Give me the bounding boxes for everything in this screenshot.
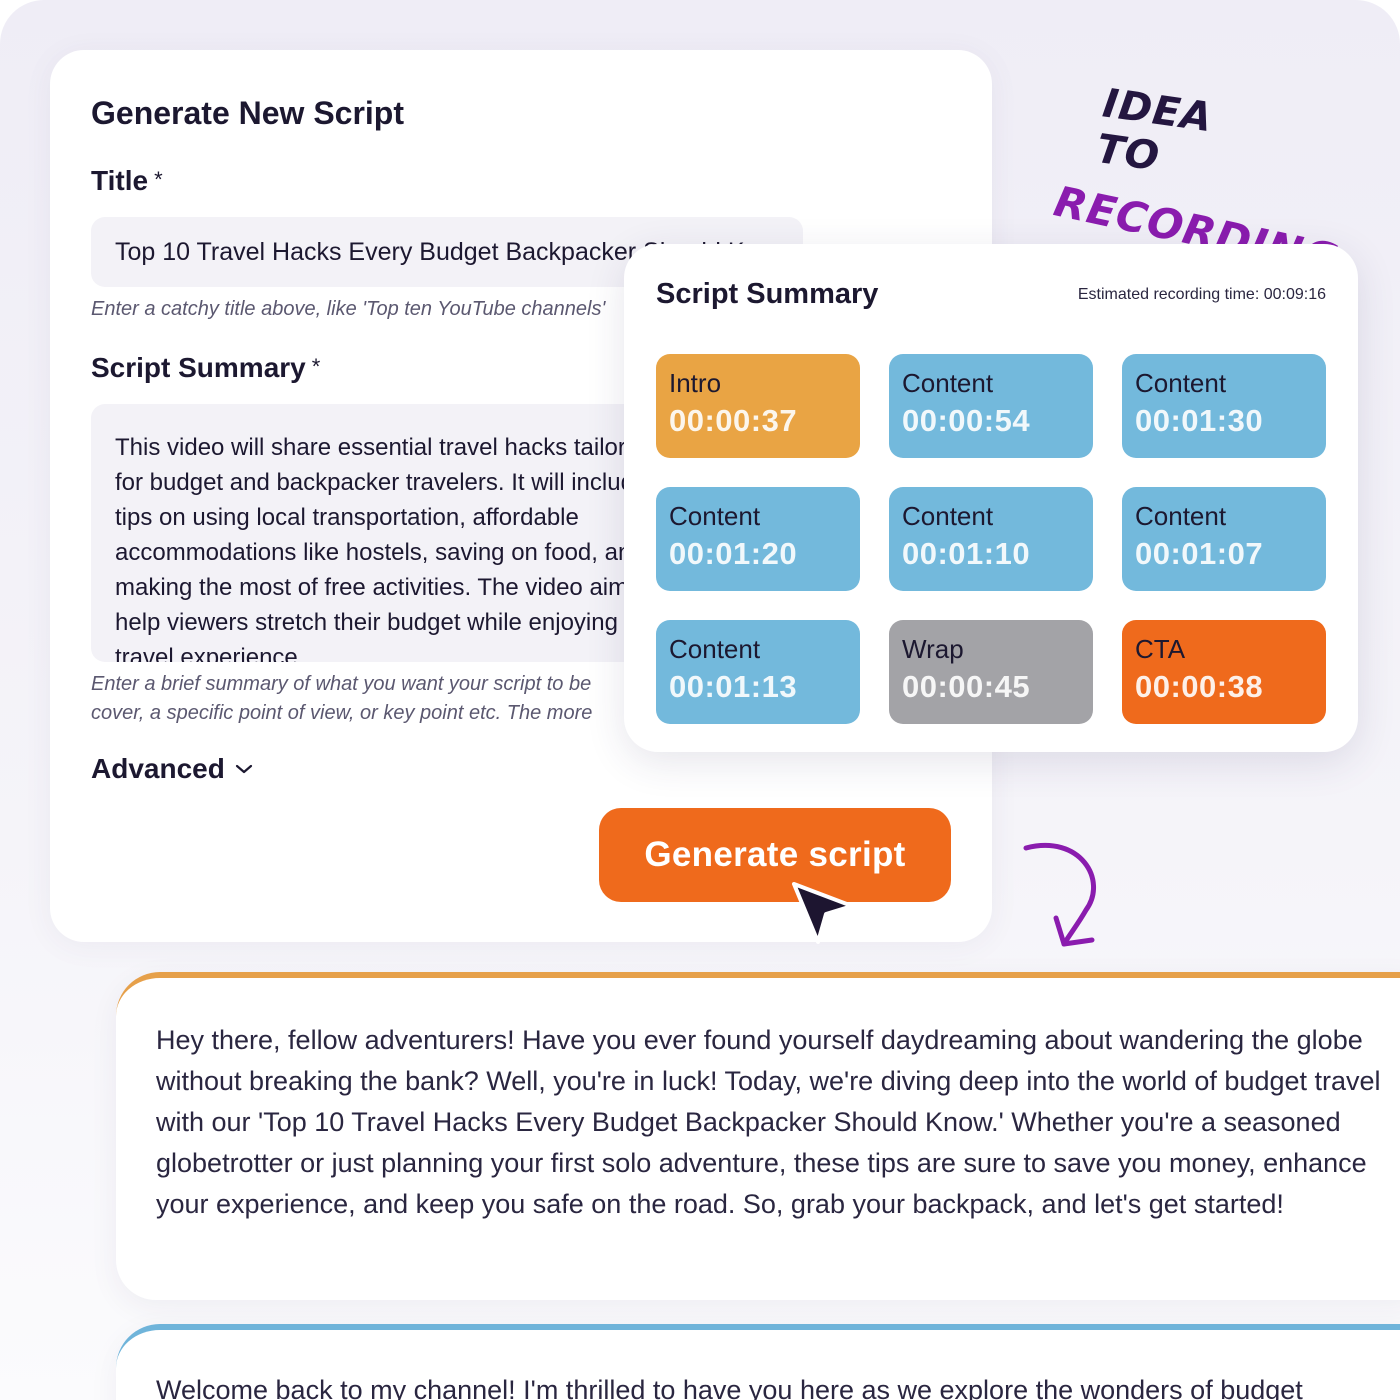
segment-duration: 00:01:10 — [902, 536, 1031, 571]
segment-duration: 00:00:54 — [902, 403, 1031, 438]
segment-label: Content — [902, 368, 994, 398]
title-label-text: Title — [91, 165, 149, 196]
segment-duration: 00:00:37 — [669, 403, 798, 438]
summary-label-text: Script Summary — [91, 352, 306, 383]
segment-tile-content[interactable]: Content 00:01:10 — [889, 487, 1093, 591]
estimated-recording-time: Estimated recording time: 00:09:16 — [1077, 286, 1326, 303]
segment-tile-content[interactable]: Content 00:00:54 — [889, 354, 1093, 458]
segment-tile-content[interactable]: Content 00:01:07 — [1122, 487, 1326, 591]
segment-duration: 00:01:30 — [1135, 403, 1264, 438]
idea-to-recording-note: IDEA TO RECORDING — [1050, 80, 1343, 284]
segment-label: CTA — [1135, 634, 1186, 664]
segment-label: Content — [1135, 501, 1227, 531]
summary-label: Script Summary* — [91, 352, 320, 384]
script-output-card: Welcome back to my channel! I'm thrilled… — [116, 1324, 1400, 1400]
segment-duration: 00:01:20 — [669, 536, 798, 571]
segment-label: Content — [1135, 368, 1227, 398]
advanced-toggle[interactable]: Advanced — [91, 753, 253, 785]
segment-duration: 00:01:13 — [669, 669, 798, 704]
summary-panel-title: Script Summary — [656, 278, 879, 310]
segment-tile-wrap[interactable]: Wrap 00:00:45 — [889, 620, 1093, 724]
segment-tile-content[interactable]: Content 00:01:13 — [656, 620, 860, 724]
segment-tile-intro[interactable]: Intro 00:00:37 — [656, 354, 860, 458]
note-line: IDEA TO — [1093, 80, 1216, 181]
segment-label: Intro — [669, 368, 722, 398]
summary-textarea[interactable]: This video will share essential travel h… — [91, 404, 711, 662]
title-hint: Enter a catchy title above, like 'Top te… — [91, 298, 606, 320]
summary-text: This video will share essential travel h… — [115, 434, 684, 662]
generate-script-button[interactable]: Generate script — [599, 808, 951, 902]
script-output-card: Hey there, fellow adventurers! Have you … — [116, 972, 1400, 1300]
segment-label: Wrap — [902, 634, 964, 664]
segment-duration: 00:01:07 — [1135, 536, 1264, 571]
segment-label: Content — [669, 501, 761, 531]
script-paragraph: Welcome back to my channel! I'm thrilled… — [156, 1375, 1303, 1400]
summary-hint: Enter a brief summary of what you want y… — [91, 670, 592, 728]
segment-duration: 00:00:38 — [1135, 669, 1264, 704]
segment-label: Content — [669, 634, 761, 664]
script-paragraph: Hey there, fellow adventurers! Have you … — [156, 1025, 1381, 1219]
required-mark: * — [154, 167, 163, 192]
summary-hint-line: cover, a specific point of view, or key … — [91, 702, 593, 724]
segment-tile-content[interactable]: Content 00:01:30 — [1122, 354, 1326, 458]
required-mark: * — [311, 354, 321, 379]
script-summary-panel: Script Summary Estimated recording time:… — [624, 244, 1358, 752]
title-label: Title* — [91, 165, 163, 197]
advanced-label: Advanced — [91, 753, 225, 784]
segment-tile-content[interactable]: Content 00:01:20 — [656, 487, 860, 591]
segment-tile-cta[interactable]: CTA 00:00:38 — [1122, 620, 1326, 724]
segment-label: Content — [902, 501, 994, 531]
curved-arrow-icon — [1023, 843, 1097, 947]
cursor-arrow-icon — [792, 882, 854, 944]
summary-hint-line: Enter a brief summary of what you want y… — [91, 673, 592, 695]
segment-duration: 00:00:45 — [902, 669, 1031, 704]
chevron-down-icon — [235, 764, 252, 774]
form-heading: Generate New Script — [91, 95, 404, 131]
